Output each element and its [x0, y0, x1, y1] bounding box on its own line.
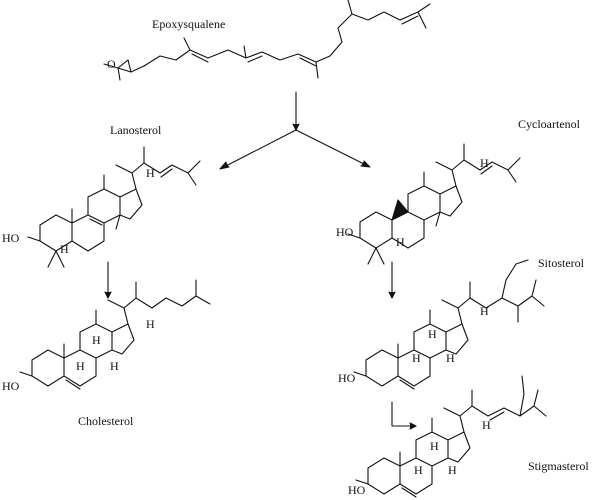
lanosterol-hydroxyl: HO — [2, 231, 20, 245]
cycloartenol-h-5: H — [396, 235, 405, 249]
sitosterol-h-9: H — [412, 351, 421, 365]
sitosterol-hydroxyl: HO — [338, 371, 356, 385]
label-epoxysqualene: Epoxysqualene — [152, 17, 226, 31]
sitosterol-h-17: H — [480, 304, 489, 318]
stigmasterol-hydroxyl: HO — [348, 483, 366, 497]
cholesterol-h-9: H — [76, 359, 85, 373]
cholesterol-h-14: H — [110, 359, 119, 373]
cholesterol-structure — [19, 279, 211, 390]
cycloartenol-h-17: H — [480, 156, 489, 170]
epoxide-oxygen-atom: O — [107, 57, 116, 71]
label-cholesterol: Cholesterol — [78, 414, 134, 428]
stigmasterol-h-14: H — [448, 463, 457, 477]
reaction-arrows — [104, 91, 417, 430]
stigmasterol-h-17: H — [482, 418, 491, 432]
label-sitosterol: Sitosterol — [538, 256, 585, 270]
cholesterol-h-8: H — [92, 333, 101, 347]
epoxysqualene-structure — [103, 0, 431, 81]
stigmasterol-structure — [355, 375, 547, 498]
sitosterol-h-8: H — [428, 327, 437, 341]
cholesterol-hydroxyl: HO — [2, 379, 20, 393]
lanosterol-structure — [27, 146, 201, 268]
stigmasterol-h-9: H — [414, 463, 423, 477]
label-stigmasterol: Stigmasterol — [528, 459, 589, 473]
sitosterol-h-14: H — [446, 351, 455, 365]
stigmasterol-h-8: H — [430, 439, 439, 453]
sitosterol-structure — [353, 259, 545, 390]
label-cycloartenol: Cycloartenol — [518, 117, 580, 131]
label-lanosterol: Lanosterol — [110, 123, 162, 137]
cholesterol-h-17: H — [146, 317, 155, 331]
cycloartenol-structure — [347, 143, 521, 265]
cycloartenol-hydroxyl: HO — [336, 225, 354, 239]
lanosterol-h-5: H — [60, 242, 69, 256]
lanosterol-h-17: H — [146, 166, 155, 180]
